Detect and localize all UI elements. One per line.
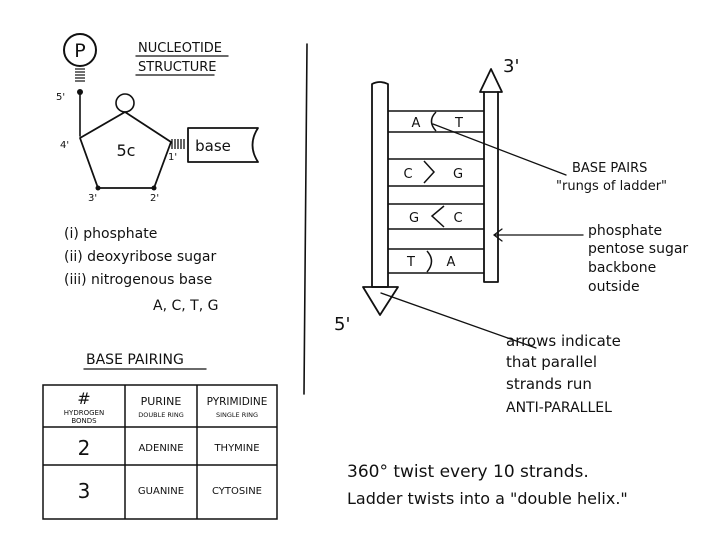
carbon-4-label: 4' — [60, 140, 69, 151]
phosphate-symbol: P — [74, 40, 85, 62]
component-base: (iii) nitrogenous base — [64, 272, 212, 288]
left-backbone-strand — [371, 81, 389, 288]
pairing-table-grid — [42, 384, 278, 520]
component-sugar: (ii) deoxyribose sugar — [64, 249, 216, 265]
base-box — [187, 127, 259, 163]
rung4-right-base: A — [447, 255, 456, 270]
component-phosphate: (i) phosphate — [64, 226, 157, 242]
rung3-left-base: G — [409, 211, 419, 226]
dna-annotations: BASE PAIRS "rungs of ladder" phosphate p… — [347, 161, 688, 508]
row1-purine: ADENINE — [138, 443, 183, 454]
rung2-right-base: G — [453, 167, 463, 182]
left-strand-arrowhead — [362, 286, 399, 316]
rung4-left-base: T — [406, 255, 415, 270]
twist-line-1: 360° twist every 10 strands. — [347, 462, 589, 482]
sugar-label: 5c — [117, 141, 136, 160]
annotation-arrows-2: that parallel — [506, 353, 597, 371]
nucleotide-title-line2: STRUCTURE — [138, 60, 217, 75]
base-pairing: BASE PAIRING # HYDROGEN BONDS PURINE DOU… — [42, 352, 278, 520]
annotation-base-pairs-1: BASE PAIRS — [572, 161, 647, 176]
row1-bonds: 2 — [78, 436, 91, 460]
rung2-left-base: C — [403, 167, 412, 182]
row2-bonds: 3 — [78, 479, 91, 503]
dna-ladder: 3' 5' A T C G G C T A — [334, 56, 584, 349]
pointer-base-pairs — [432, 123, 567, 176]
annotation-arrows-3: strands run — [506, 375, 592, 393]
annotation-arrows-1: arrows indicate — [506, 332, 621, 350]
nucleotide-structure: NUCLEOTIDE STRUCTURE P 5' 5c 4' 3' 2' 1' — [56, 33, 259, 314]
row2-purine: GUANINE — [138, 486, 184, 497]
carbon-1-label: 1' — [168, 152, 177, 163]
base-box-label: base — [195, 137, 231, 155]
rung1-left-base: A — [412, 116, 421, 131]
annotation-backbone-3: backbone — [588, 260, 656, 276]
header-pyrimidine-sub: SINGLE RING — [216, 411, 258, 419]
bases-list: A, C, T, G — [153, 298, 218, 314]
row2-pyrimidine: CYTOSINE — [212, 486, 262, 497]
carbon-2-label: 2' — [150, 193, 159, 204]
row1-pyrimidine: THYMINE — [213, 443, 259, 454]
carbon-5-label: 5' — [56, 92, 65, 103]
rung3-right-base: C — [453, 211, 462, 226]
header-purine-sub: DOUBLE RING — [138, 411, 183, 419]
carbon-3-label: 3' — [88, 193, 97, 204]
header-bonds-line2: BONDS — [71, 417, 97, 425]
right-strand-arrowhead — [479, 68, 503, 93]
base-bond-hatch — [171, 139, 185, 149]
twist-line-2: Ladder twists into a "double helix." — [347, 489, 628, 508]
right-backbone-strand — [483, 91, 499, 283]
pointer-backbone-arrowhead — [493, 228, 503, 242]
phosphate-circle — [63, 33, 97, 67]
annotation-backbone-1: phosphate — [588, 223, 662, 239]
page-divider — [303, 43, 308, 395]
phosphate-bond-hatch — [75, 68, 85, 82]
header-pyrimidine: PYRIMIDINE — [207, 396, 268, 408]
ladder-rungs — [388, 110, 484, 274]
sugar-pentagon — [79, 111, 172, 189]
base-pairing-title: BASE PAIRING — [86, 352, 184, 368]
annotation-base-pairs-2: "rungs of ladder" — [556, 179, 667, 194]
header-purine: PURINE — [141, 395, 182, 408]
pointer-arrows — [380, 292, 537, 349]
nucleotide-title-line1: NUCLEOTIDE — [138, 41, 222, 56]
ring-oxygen-circle — [115, 93, 135, 113]
annotation-backbone-4: outside — [588, 279, 640, 295]
rung1-right-base: T — [454, 116, 463, 131]
label-5prime: 5' — [334, 314, 350, 335]
header-bonds-line1: HYDROGEN — [64, 409, 104, 417]
annotation-backbone-2: pentose sugar — [588, 241, 688, 257]
annotation-arrows-4: ANTI-PARALLEL — [506, 400, 612, 416]
label-3prime: 3' — [503, 56, 519, 77]
header-bonds-symbol: # — [77, 389, 90, 408]
